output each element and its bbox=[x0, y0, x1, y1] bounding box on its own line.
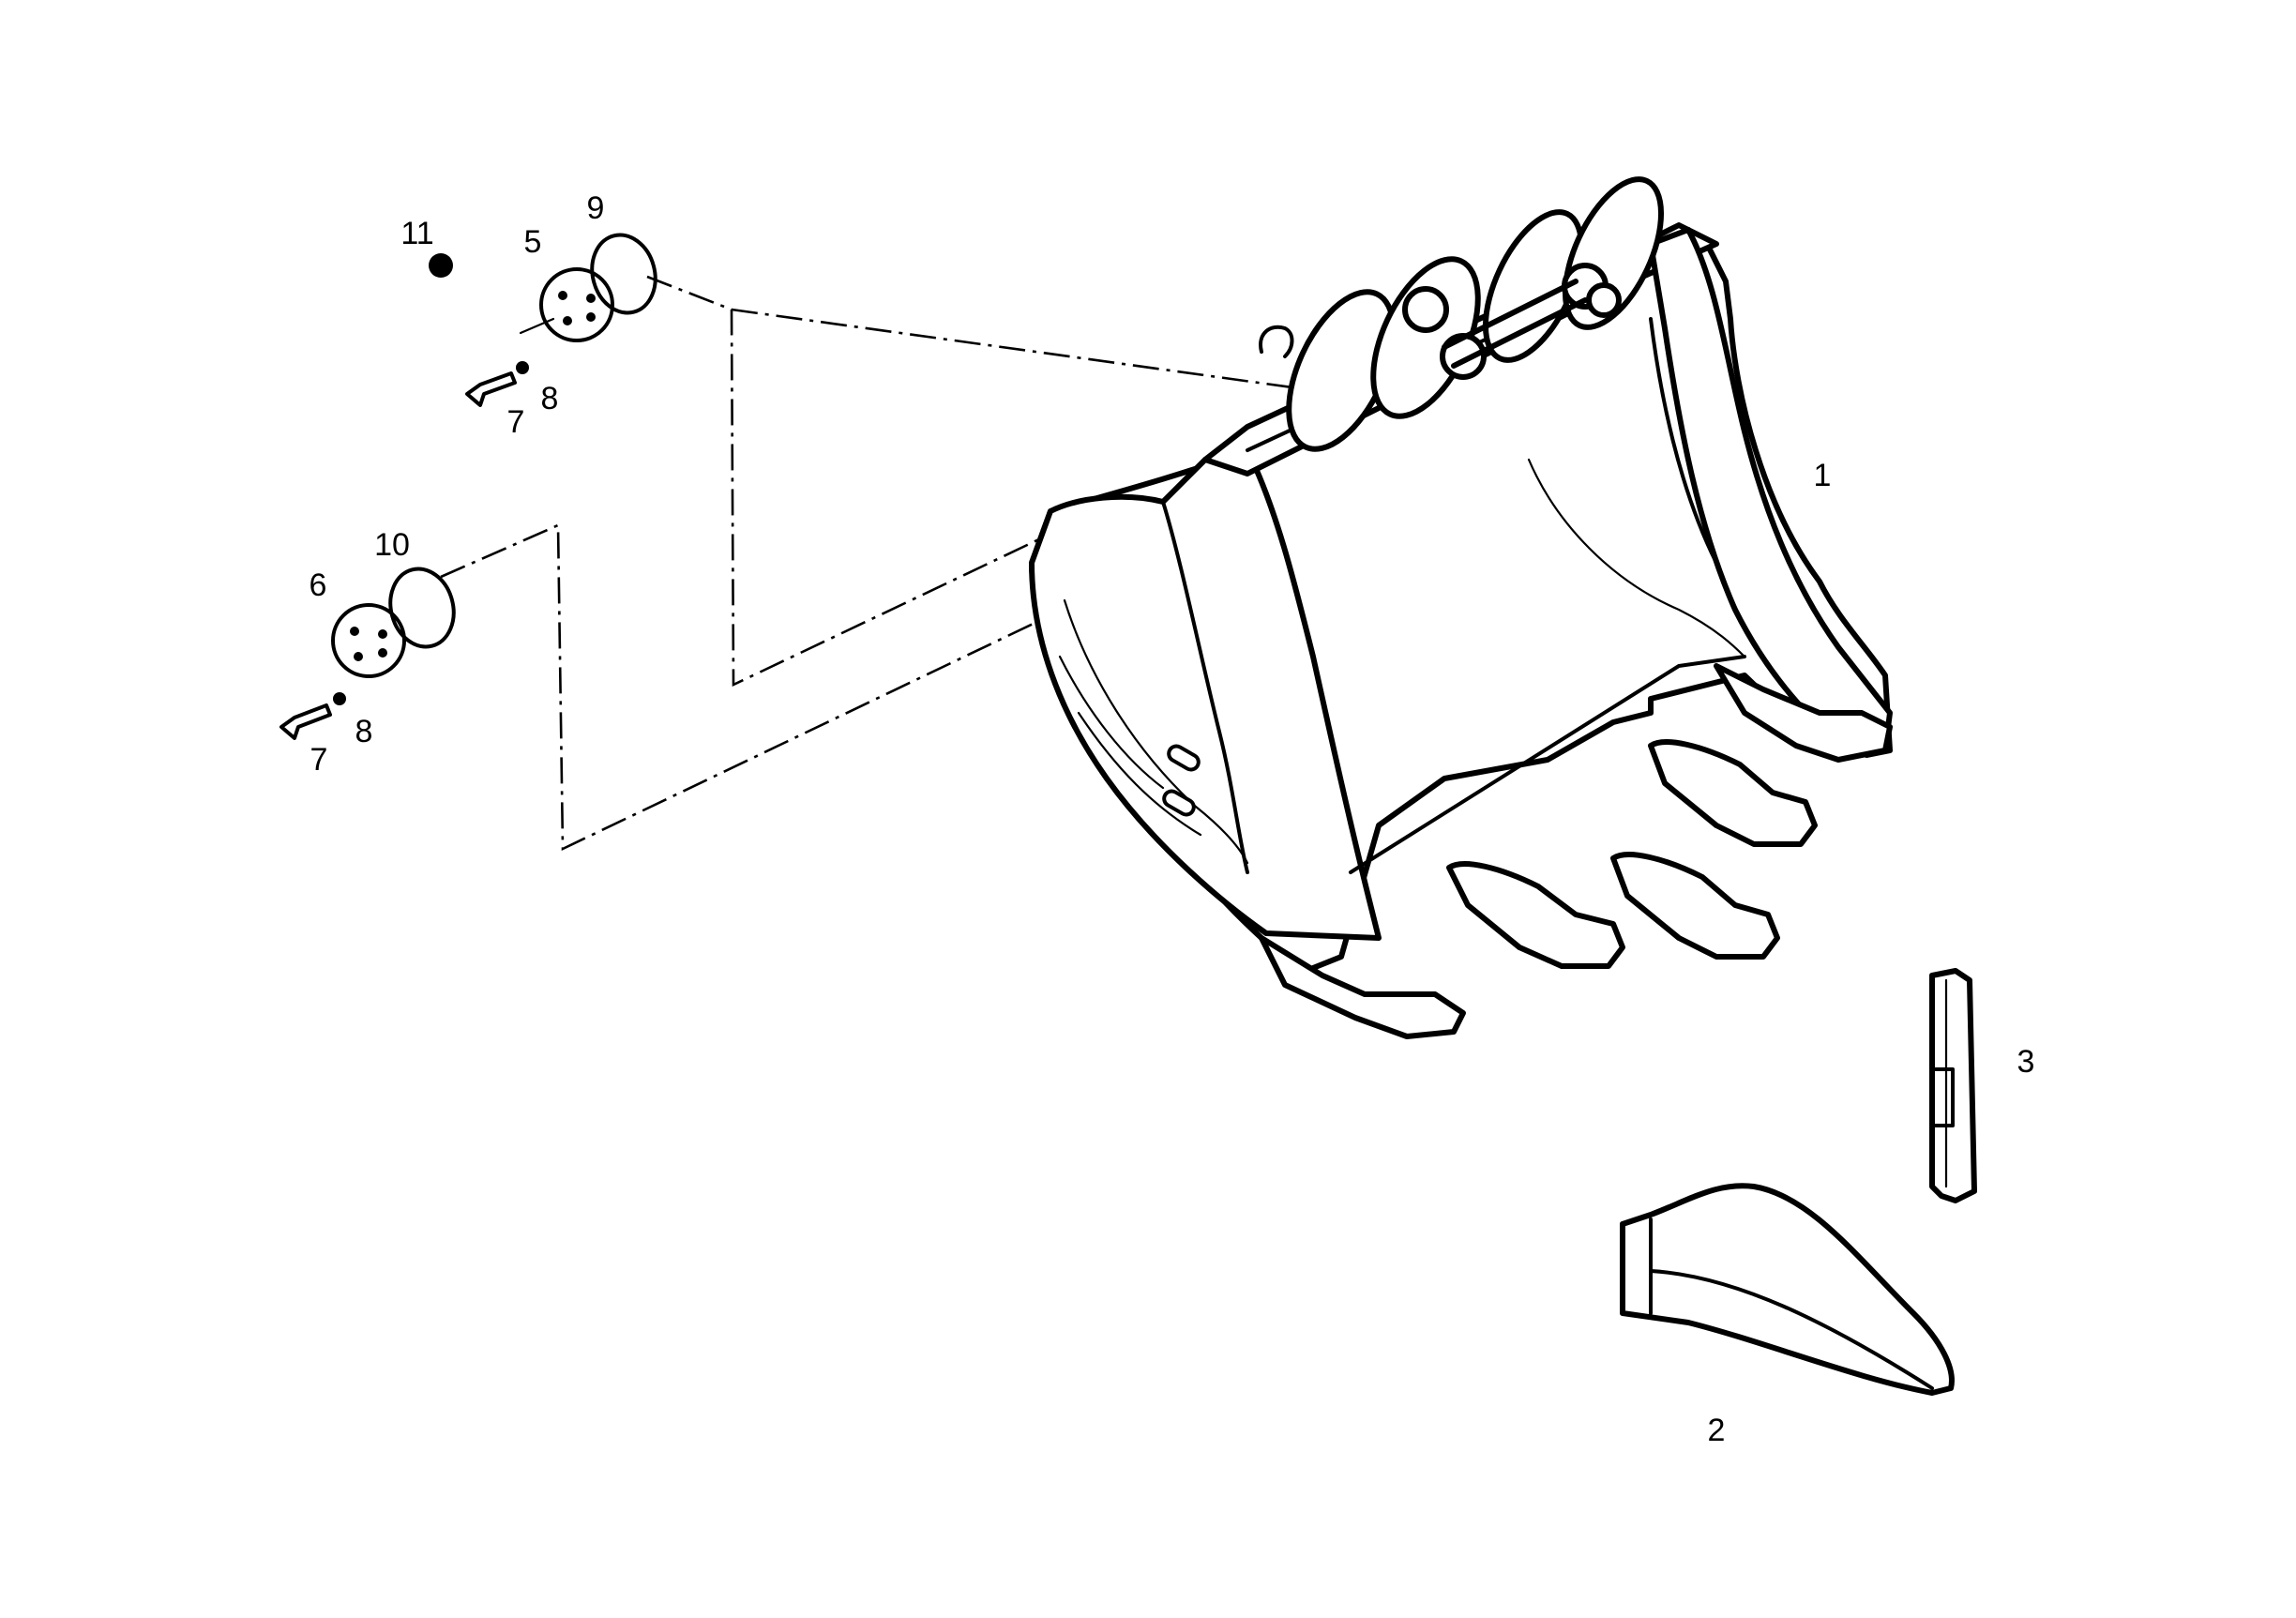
cover-plate-5-leader bbox=[519, 317, 555, 335]
grease-nipple-11 bbox=[429, 253, 453, 278]
adapter-pin-clip bbox=[1932, 1067, 1955, 1127]
upper-hardware bbox=[429, 233, 657, 407]
hinge-pin-boss-4 bbox=[1586, 282, 1622, 318]
washer-8-lower bbox=[333, 692, 346, 705]
tooth-5 bbox=[1714, 663, 1893, 763]
bucket-floor-line bbox=[1349, 655, 1746, 874]
cover-plate-5 bbox=[539, 267, 614, 342]
lifting-lug bbox=[1259, 325, 1294, 358]
adapter-pin-part bbox=[1929, 968, 1977, 1203]
bucket-left-side-rib bbox=[1063, 598, 1249, 865]
tooth-tip-body bbox=[1620, 1183, 1955, 1396]
bucket-teeth bbox=[1259, 663, 1893, 1039]
tooth-tip-ridge bbox=[1649, 1269, 1934, 1390]
label-cover-plate-lower: 6 bbox=[309, 567, 327, 603]
label-grease-nipple: 11 bbox=[400, 216, 434, 251]
bolt-7-lower bbox=[279, 703, 332, 740]
centerline-pin-axis bbox=[731, 308, 1408, 405]
bolt-7-upper bbox=[465, 371, 517, 407]
tooth-3 bbox=[1610, 852, 1780, 960]
label-washer-lower: 8 bbox=[355, 714, 373, 749]
hinge-pin-shaft bbox=[1442, 279, 1588, 369]
label-bolt-upper: 7 bbox=[506, 404, 525, 440]
left-wear-strip bbox=[1058, 655, 1202, 837]
tooth-2 bbox=[1446, 861, 1625, 969]
label-o-ring-lower: 10 bbox=[374, 527, 410, 563]
hinge-pin-boss-1 bbox=[1402, 286, 1449, 333]
o-ring-10 bbox=[388, 567, 456, 649]
lower-hardware bbox=[279, 567, 456, 740]
side-slot-upper bbox=[1167, 744, 1201, 772]
tooth-tip-part bbox=[1620, 1183, 1955, 1396]
label-tooth-tip: 2 bbox=[1707, 1413, 1726, 1448]
center-lines bbox=[440, 275, 1408, 852]
label-bolt-lower: 7 bbox=[310, 742, 328, 778]
bucket-drawing bbox=[1029, 176, 1893, 1039]
label-washer-upper: 8 bbox=[540, 381, 559, 416]
label-cover-plate-upper: 5 bbox=[523, 224, 542, 260]
cover-plate-6 bbox=[331, 603, 406, 678]
bucket-left-side-inner bbox=[1161, 500, 1249, 874]
o-ring-9 bbox=[590, 233, 657, 315]
label-adapter-pin: 3 bbox=[2017, 1044, 2035, 1080]
side-slot-lower bbox=[1162, 789, 1196, 817]
hinge-ears bbox=[1259, 176, 1665, 452]
washer-8-upper bbox=[516, 361, 529, 374]
centerline-upper bbox=[646, 275, 1178, 688]
label-o-ring-upper: 9 bbox=[586, 190, 605, 226]
tooth-4 bbox=[1648, 739, 1818, 847]
tooth-1 bbox=[1259, 935, 1466, 1039]
centerline-lower bbox=[440, 523, 1220, 852]
bucket-inner-curve bbox=[1527, 458, 1746, 658]
label-bucket: 1 bbox=[1813, 458, 1832, 493]
